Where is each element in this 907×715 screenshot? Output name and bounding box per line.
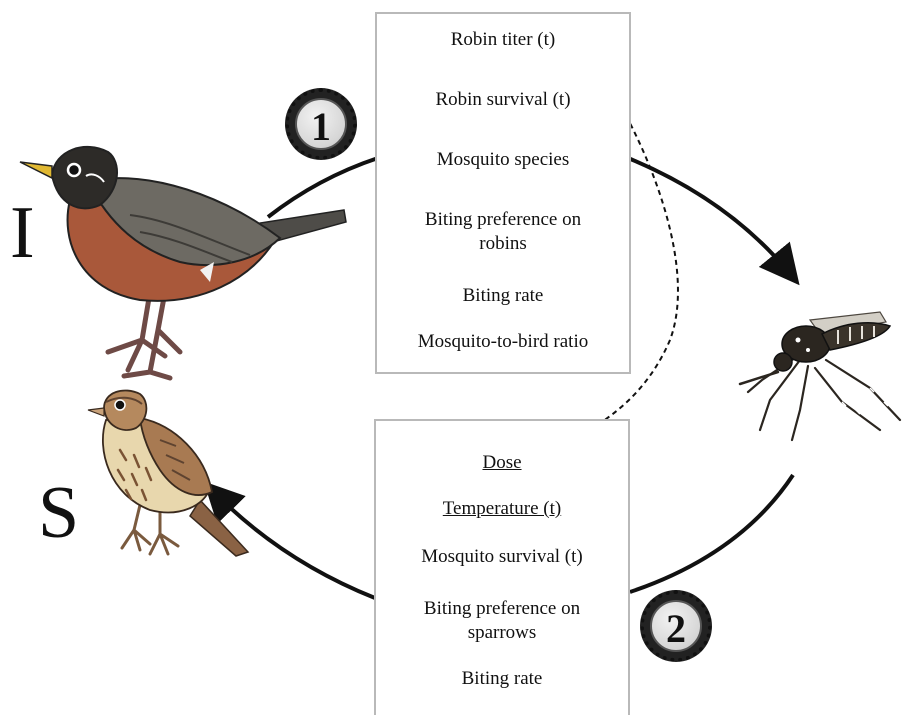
factor-biting-preference-sparrows-line1: Biting preference on bbox=[376, 597, 628, 620]
factors-box-mosquito-to-sparrow: Dose Temperature (t) Mosquito survival (… bbox=[374, 419, 630, 715]
factor-biting-preference-robins-line1: Biting preference on bbox=[377, 208, 629, 231]
step-1-badge: 1 bbox=[285, 88, 357, 160]
infected-label: I bbox=[10, 196, 35, 270]
factor-mosquito-survival: Mosquito survival (t) bbox=[376, 545, 628, 568]
factor-robin-titer: Robin titer (t) bbox=[377, 28, 629, 51]
factor-mosquito-species: Mosquito species bbox=[377, 148, 629, 171]
factor-biting-preference-sparrows-line2: sparrows bbox=[376, 621, 628, 644]
step-1-number: 1 bbox=[295, 98, 347, 150]
step-2-badge: 2 bbox=[640, 590, 712, 662]
factor-biting-rate-sparrows: Biting rate bbox=[376, 667, 628, 690]
factor-mosquito-to-bird-ratio: Mosquito-to-bird ratio bbox=[377, 330, 629, 353]
factor-biting-rate: Biting rate bbox=[377, 284, 629, 307]
factor-temperature: Temperature (t) bbox=[443, 498, 561, 519]
factor-biting-preference-robins-line2: robins bbox=[377, 232, 629, 255]
step-2-number: 2 bbox=[650, 600, 702, 652]
factor-dose: Dose bbox=[482, 452, 521, 473]
factor-robin-survival: Robin survival (t) bbox=[377, 88, 629, 111]
factors-box-robin-to-mosquito: Robin titer (t) Robin survival (t) Mosqu… bbox=[375, 12, 631, 374]
susceptible-label: S bbox=[38, 476, 79, 550]
